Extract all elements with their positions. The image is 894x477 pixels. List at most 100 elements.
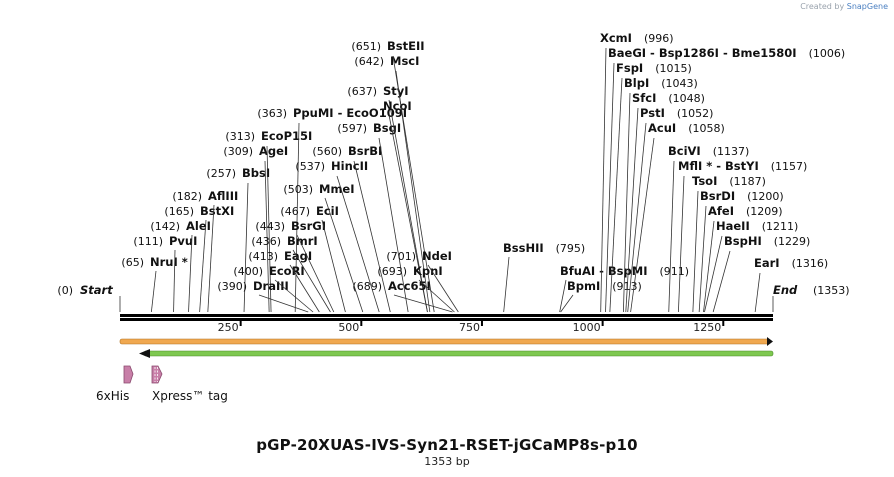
site-name: BstXI (200, 204, 234, 218)
site-bsgi: BsgI (597) (337, 121, 409, 313)
site-name: KpnI (413, 264, 443, 278)
site-position: (111) (133, 235, 163, 248)
xpress-tag-feature-icon (151, 365, 163, 384)
site-name: PstI (640, 106, 665, 120)
site-leader-line (703, 220, 715, 313)
site-leader-line (678, 175, 685, 313)
site-psti: PstI(1052) (627, 106, 713, 313)
site-position: (1043) (661, 77, 698, 90)
site-agei: AgeI (309) (223, 144, 288, 313)
site-name: BaeGI - Bsp1286I - Bme1580I (608, 46, 797, 60)
site-hincii: HincII(537) (295, 159, 380, 313)
site-leader-line (188, 234, 193, 313)
ruler-label: 1000 (573, 321, 601, 334)
site-name: MmeI (319, 182, 355, 196)
site-leader-line (294, 122, 300, 313)
orf-forward-arrowhead (767, 337, 773, 346)
start-position: (0) (57, 284, 73, 297)
site-position: (1200) (747, 190, 784, 203)
site-leader-line (336, 175, 380, 313)
site-ndei: NdeI(701) (386, 249, 459, 313)
credit-prefix: Created by (800, 2, 845, 11)
site-name: AfeI (708, 204, 734, 218)
site-position: (1211) (762, 220, 799, 233)
ruler-label: 500 (338, 321, 359, 334)
site-name: PvuI (169, 234, 197, 248)
site-name: SfcI (632, 91, 656, 105)
site-name: AflIII (208, 189, 238, 203)
site-name: EcoRI (269, 264, 305, 278)
site-leader-line (600, 47, 607, 313)
site-leader-line (173, 249, 176, 313)
site-position: (413) (248, 250, 278, 263)
site-bfuai-bspmi: BfuAI - BspMI(911) (559, 264, 689, 313)
site-leader-line (388, 114, 428, 313)
site-position: (1015) (655, 62, 692, 75)
snapgene-credit: Created by SnapGene (800, 2, 888, 11)
site-leader-line (353, 160, 391, 313)
site-name: BfuAI - BspMI (560, 264, 647, 278)
site-leader-line (264, 160, 270, 313)
site-position: (560) (312, 145, 342, 158)
site-leader-line (296, 234, 335, 313)
site-haeii: HaeII (1211) (704, 219, 799, 313)
site-leader-line (605, 62, 615, 313)
snapgene-logo-text: SnapGene (846, 2, 888, 11)
site-leader-line (393, 294, 453, 313)
site-name: EagI (284, 249, 312, 263)
site-position: (467) (280, 205, 310, 218)
site-name: BlpI (624, 76, 649, 90)
site-name: BsrBI (348, 144, 382, 158)
site-position: (363) (257, 107, 287, 120)
site-position: (257) (206, 167, 236, 180)
site-nrui: NruI * (65) (121, 255, 188, 313)
site-position: (503) (283, 183, 313, 196)
site-leader-line (630, 137, 655, 313)
site-fspi: FspI (1015) (609, 61, 692, 313)
site-position: (996) (644, 32, 674, 45)
site-leader-line (627, 122, 647, 313)
site-leader-line (321, 219, 346, 313)
site-bsrbi: BsrBI (560) (312, 144, 391, 313)
site-position: (309) (223, 145, 253, 158)
site-position: (701) (386, 250, 416, 263)
site-bsrdi: BsrDI(1200) (698, 189, 784, 313)
site-position: (795) (556, 242, 586, 255)
site-name: BstEII (387, 39, 425, 53)
site-position: (597) (337, 122, 367, 135)
site-bmri: BmrI(436) (251, 234, 331, 313)
site-name: NruI * (150, 255, 188, 269)
site-position: (400) (233, 265, 263, 278)
site-leader-line (625, 107, 639, 313)
site-position: (165) (164, 205, 194, 218)
feature-label-xpress-tag: Xpress™ tag (152, 389, 228, 403)
site-bbsi: BbsI(257) (206, 166, 270, 313)
site-leader-line (692, 190, 699, 313)
site-name: HaeII (716, 219, 750, 233)
site-leader-line (698, 205, 707, 313)
site-name: FspI (616, 61, 643, 75)
site-name: BpmI (567, 279, 600, 293)
site-name: EarI (754, 256, 780, 270)
site-name: BciVI (668, 144, 701, 158)
site-name: BsgI (373, 121, 401, 135)
site-position: (443) (255, 220, 285, 233)
site-baegi-bsp1286i-bme1580i: BaeGI - Bsp1286I - Bme1580I(1006) (605, 46, 845, 313)
site-position: (65) (121, 256, 144, 269)
site-leader-line (503, 256, 510, 313)
site-leader-line (560, 294, 574, 313)
site-position: (1058) (688, 122, 725, 135)
site-acui: AcuI(1058) (630, 121, 725, 313)
site-name: NcoI (383, 99, 412, 113)
site-name: AgeI (259, 144, 288, 158)
site-leader-line (418, 279, 455, 313)
end-label: End (773, 283, 798, 297)
backbone-top-strand (120, 314, 773, 317)
site-position: (637) (347, 85, 377, 98)
ruler-label: 250 (218, 321, 239, 334)
site-position: (537) (295, 160, 325, 173)
site-leader-line (292, 249, 331, 313)
site-mfli-bstyi: MflI * - BstYI(1157) (678, 159, 807, 313)
site-leader-line (378, 137, 409, 313)
feature-label-6xhis: 6xHis (96, 389, 129, 403)
